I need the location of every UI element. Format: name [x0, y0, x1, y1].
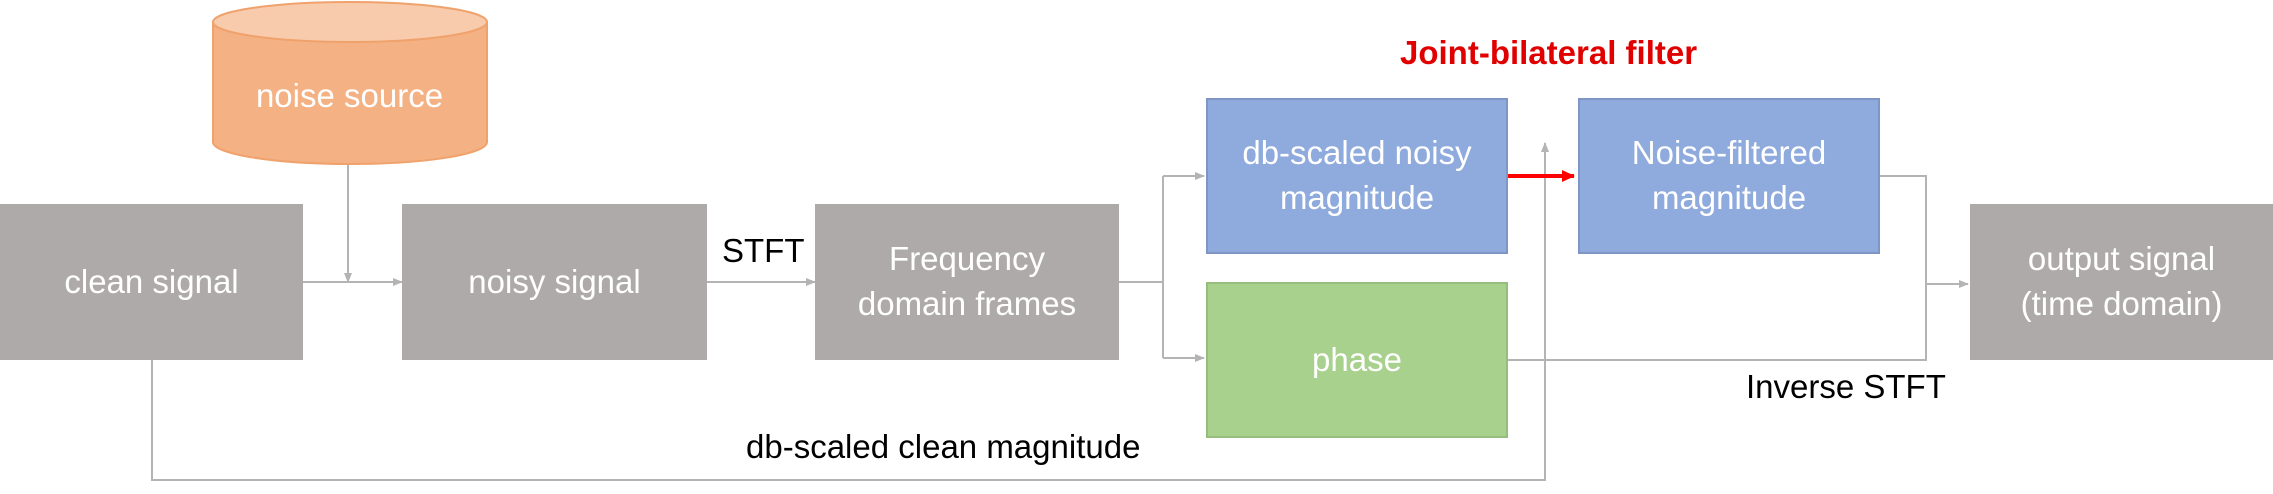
output-signal-box: output signal (time domain)	[1970, 204, 2273, 360]
frequency-frames-label: Frequency domain frames	[857, 240, 1077, 322]
output-signal-label: output signal (time domain)	[2020, 240, 2223, 322]
freq-split-line	[1119, 176, 1164, 358]
phase-label: phase	[1312, 340, 1402, 378]
noisy-signal-label: noisy signal	[468, 262, 641, 300]
clean-signal-box: clean signal	[0, 204, 303, 360]
filtered-magnitude-box: Noise-filtered magnitude	[1578, 98, 1880, 254]
stft-label: STFT	[722, 232, 805, 269]
noise-source-cylinder	[212, 1, 488, 165]
diagram-title: Joint-bilateral filter	[1400, 34, 1698, 71]
filtered-to-output-line	[1880, 175, 1927, 284]
frequency-frames-box: Frequency domain frames	[815, 204, 1119, 360]
phase-to-output-line	[1508, 284, 1927, 361]
phase-box: phase	[1206, 282, 1508, 438]
noise-source-label: noise source	[255, 77, 444, 114]
clean-magnitude-label: db-scaled clean magnitude	[746, 428, 1141, 465]
noisy-signal-box: noisy signal	[402, 204, 707, 360]
clean-signal-label: clean signal	[64, 262, 239, 300]
noisy-magnitude-label: db-scaled noisy magnitude	[1242, 134, 1472, 216]
clean-magnitude-line	[151, 142, 1549, 481]
noisy-magnitude-box: db-scaled noisy magnitude	[1206, 98, 1508, 254]
inverse-stft-label: Inverse STFT	[1746, 368, 1946, 405]
filtered-magnitude-label: Noise-filtered magnitude	[1631, 134, 1827, 216]
